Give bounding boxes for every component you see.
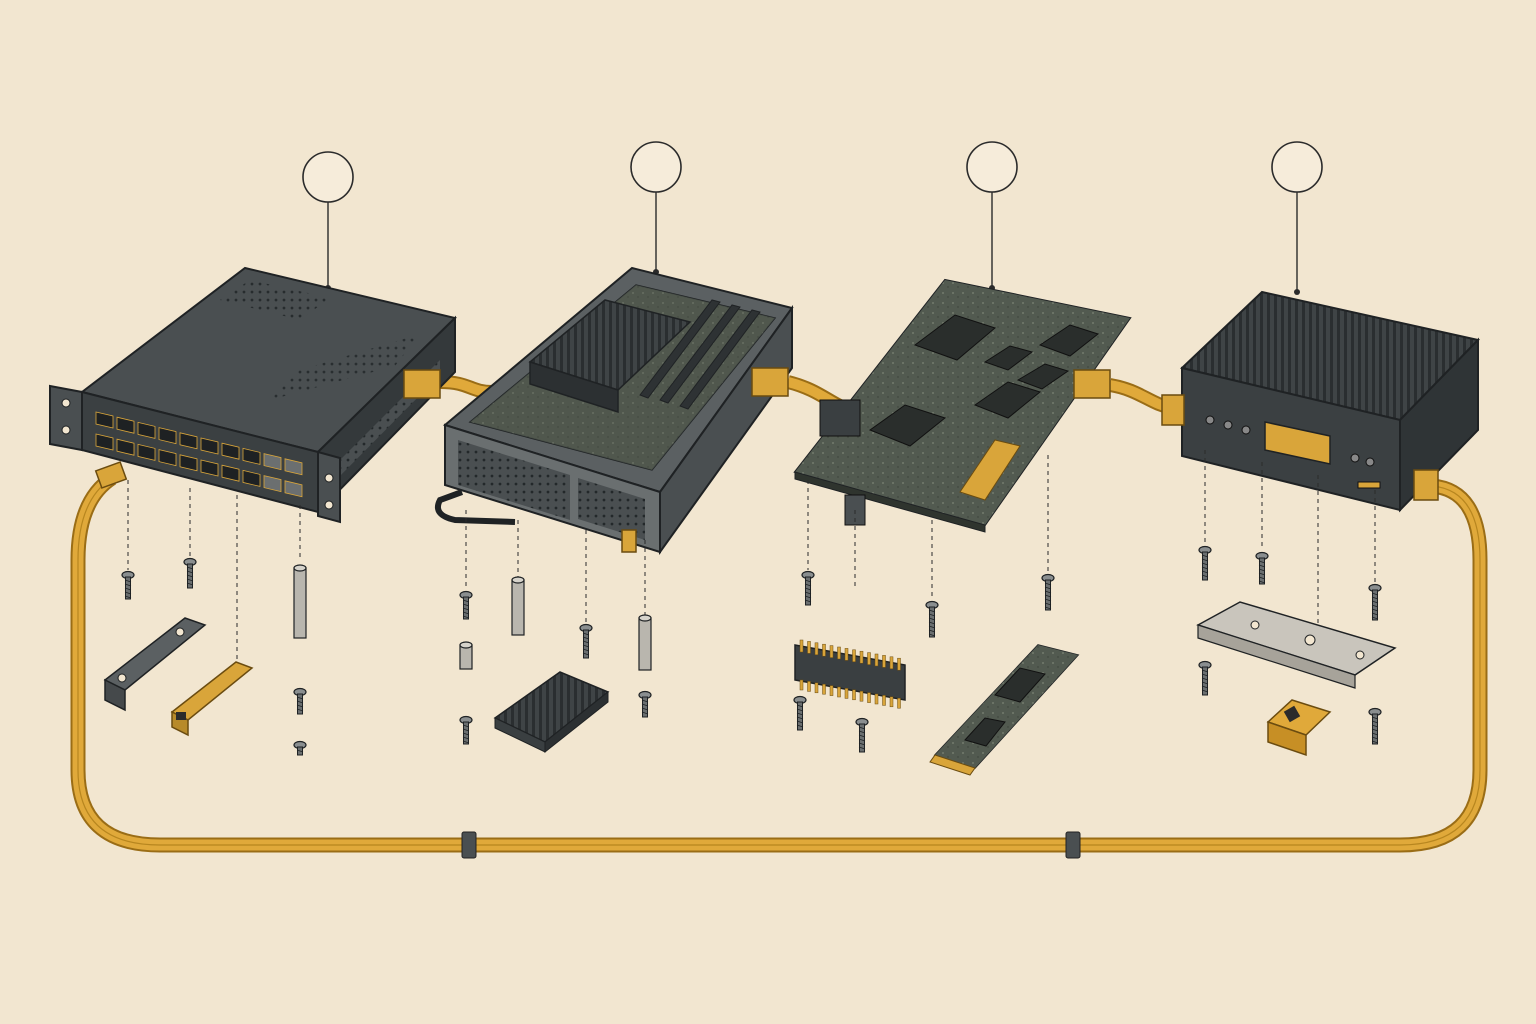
screw bbox=[293, 740, 307, 756]
pin-header bbox=[794, 639, 906, 709]
ethernet-port bbox=[116, 438, 135, 456]
rack-ear-left bbox=[49, 384, 83, 452]
cable-connector bbox=[94, 461, 128, 489]
screw bbox=[801, 570, 815, 606]
cable-connector bbox=[1073, 369, 1111, 399]
sfp-transceiver bbox=[170, 661, 254, 737]
screw bbox=[793, 695, 807, 731]
callout-4 bbox=[1271, 141, 1323, 295]
fanless-mini-pc bbox=[1161, 290, 1480, 513]
status-display bbox=[1264, 421, 1331, 465]
ethernet-port bbox=[263, 475, 282, 493]
network-switch bbox=[49, 266, 457, 524]
ethernet-port bbox=[116, 416, 135, 434]
standoff bbox=[293, 564, 307, 639]
screw bbox=[459, 715, 473, 745]
edge-connector bbox=[959, 439, 1021, 501]
screw bbox=[1368, 583, 1382, 621]
ethernet-port bbox=[158, 449, 177, 467]
ethernet-port bbox=[221, 464, 240, 482]
rack-ear-right bbox=[317, 450, 341, 524]
cable-connector bbox=[1413, 469, 1439, 501]
power-button bbox=[1205, 415, 1215, 425]
standoff bbox=[511, 576, 525, 636]
screw bbox=[183, 557, 197, 589]
ethernet-port bbox=[284, 458, 303, 476]
front-button bbox=[1223, 420, 1233, 430]
ethernet-port bbox=[284, 480, 303, 498]
screw bbox=[638, 690, 652, 718]
standoff bbox=[638, 614, 652, 671]
cable-clip bbox=[461, 831, 477, 859]
screw bbox=[1041, 573, 1055, 611]
callouts bbox=[302, 141, 1323, 295]
screw bbox=[121, 570, 135, 600]
ethernet-port bbox=[95, 433, 114, 451]
cable-clip bbox=[1065, 831, 1081, 859]
screw bbox=[459, 590, 473, 620]
callout-2 bbox=[630, 141, 682, 275]
cable-connector bbox=[1161, 394, 1185, 426]
screws bbox=[121, 545, 1382, 756]
screw bbox=[1198, 545, 1212, 581]
cable-connector bbox=[751, 367, 789, 397]
ethernet-port bbox=[137, 421, 156, 439]
m2-module bbox=[929, 644, 1080, 776]
circuit-board bbox=[793, 278, 1132, 533]
server-chassis bbox=[434, 266, 794, 556]
heatsink bbox=[493, 671, 610, 754]
standoff bbox=[459, 641, 473, 670]
ethernet-port bbox=[95, 411, 114, 429]
cable-loop bbox=[70, 471, 1488, 859]
mounting-bracket bbox=[103, 617, 207, 712]
ethernet-port bbox=[242, 469, 261, 487]
cable-connector bbox=[621, 529, 637, 553]
ethernet-port bbox=[179, 454, 198, 472]
screw bbox=[1255, 551, 1269, 585]
screw bbox=[1368, 707, 1382, 745]
ethernet-port bbox=[200, 459, 219, 477]
ethernet-port bbox=[158, 427, 177, 445]
screw bbox=[1198, 660, 1212, 696]
mounting-plate bbox=[1196, 601, 1397, 689]
front-button bbox=[1350, 453, 1360, 463]
ethernet-port bbox=[200, 437, 219, 455]
cable-connector bbox=[403, 369, 441, 399]
screw bbox=[293, 687, 307, 715]
ethernet-port bbox=[242, 447, 261, 465]
front-button bbox=[1365, 457, 1375, 467]
callout-1 bbox=[302, 151, 354, 291]
front-button bbox=[1241, 425, 1251, 435]
ethernet-ports bbox=[95, 411, 303, 498]
led-strip bbox=[1357, 481, 1381, 489]
ethernet-port bbox=[221, 442, 240, 460]
ethernet-port bbox=[179, 432, 198, 450]
screw bbox=[855, 717, 869, 753]
board-port bbox=[819, 399, 861, 437]
ethernet-port bbox=[263, 453, 282, 471]
screw bbox=[579, 623, 593, 659]
callout-3 bbox=[966, 141, 1018, 291]
cable-connector-part bbox=[1266, 699, 1332, 757]
ethernet-port bbox=[137, 443, 156, 461]
explode-guides bbox=[127, 450, 1376, 670]
screw bbox=[925, 600, 939, 638]
